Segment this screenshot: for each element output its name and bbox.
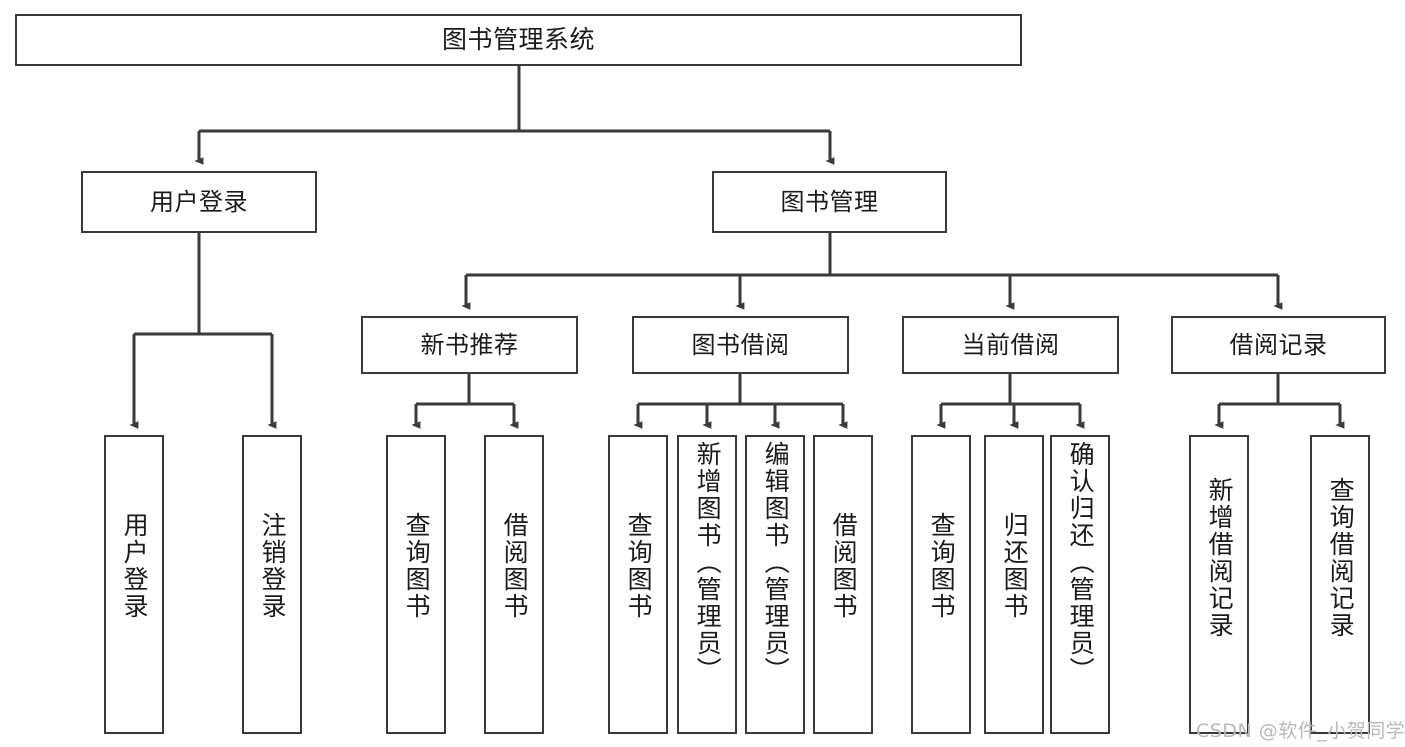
leaf-query-borrow-record[interactable]: 查询借阅记录 — [1310, 435, 1370, 734]
connector-group-current-borrow — [936, 374, 1085, 429]
leaf-query-book-borrow-label: 查询图书 — [624, 512, 654, 620]
leaf-query-book-recommend[interactable]: 查询图书 — [386, 435, 446, 734]
leaf-edit-book-label: 编辑图书（管理员） — [761, 441, 791, 684]
leaf-user-logout[interactable]: 注销登录 — [242, 435, 302, 734]
leaf-query-book-current-label: 查询图书 — [927, 512, 957, 620]
leaf-edit-book[interactable]: 编辑图书（管理员） — [745, 435, 805, 734]
leaf-query-book-borrow[interactable]: 查询图书 — [608, 435, 668, 734]
leaf-return-book-label: 归还图书 — [1000, 512, 1030, 620]
connector-group-book-manage — [461, 233, 1283, 310]
leaf-add-borrow-record-label: 新增借阅记录 — [1205, 477, 1235, 639]
leaf-borrow-book[interactable]: 借阅图书 — [813, 435, 873, 734]
leaf-user-login-label: 用户登录 — [120, 512, 150, 620]
leaf-borrow-book-label: 借阅图书 — [829, 512, 859, 620]
node-root[interactable]: 图书管理系统 — [15, 14, 1022, 66]
leaf-confirm-return[interactable]: 确认归还（管理员） — [1050, 435, 1110, 734]
connector-group-borrow-record — [1214, 374, 1345, 429]
leaf-user-logout-label: 注销登录 — [258, 512, 288, 620]
leaf-add-book[interactable]: 新增图书（管理员） — [677, 435, 737, 734]
leaf-borrow-book-recommend-label: 借阅图书 — [500, 512, 530, 620]
node-user-login[interactable]: 用户登录 — [81, 171, 317, 233]
connector-group-book-borrow — [633, 374, 848, 429]
node-book-manage[interactable]: 图书管理 — [712, 171, 947, 233]
node-book-manage-label: 图书管理 — [780, 187, 879, 216]
node-user-login-label: 用户登录 — [150, 187, 248, 216]
connector-group-new-book-recommend — [411, 374, 519, 429]
node-borrow-record[interactable]: 借阅记录 — [1171, 316, 1386, 374]
leaf-add-borrow-record[interactable]: 新增借阅记录 — [1189, 435, 1249, 734]
node-root-label: 图书管理系统 — [441, 25, 595, 55]
node-book-borrow[interactable]: 图书借阅 — [632, 316, 849, 374]
connector-group-root — [194, 66, 835, 165]
leaf-query-book-current[interactable]: 查询图书 — [911, 435, 971, 734]
node-new-book-recommend[interactable]: 新书推荐 — [361, 316, 578, 374]
csdn-watermark: CSDN @软件_小贺同学 — [1196, 720, 1405, 742]
leaf-return-book[interactable]: 归还图书 — [984, 435, 1044, 734]
node-current-borrow-label: 当前借阅 — [961, 330, 1060, 359]
leaf-user-login[interactable]: 用户登录 — [104, 435, 164, 734]
connector-group-user-login — [129, 233, 277, 429]
leaf-query-borrow-record-label: 查询借阅记录 — [1326, 477, 1356, 639]
leaf-confirm-return-label: 确认归还（管理员） — [1066, 441, 1096, 684]
node-book-borrow-label: 图书借阅 — [691, 330, 790, 359]
node-borrow-record-label: 借阅记录 — [1229, 330, 1328, 359]
node-new-book-recommend-label: 新书推荐 — [420, 330, 519, 359]
leaf-borrow-book-recommend[interactable]: 借阅图书 — [484, 435, 544, 734]
leaf-query-book-recommend-label: 查询图书 — [402, 512, 432, 620]
leaf-add-book-label: 新增图书（管理员） — [693, 441, 723, 684]
node-current-borrow[interactable]: 当前借阅 — [902, 316, 1119, 374]
